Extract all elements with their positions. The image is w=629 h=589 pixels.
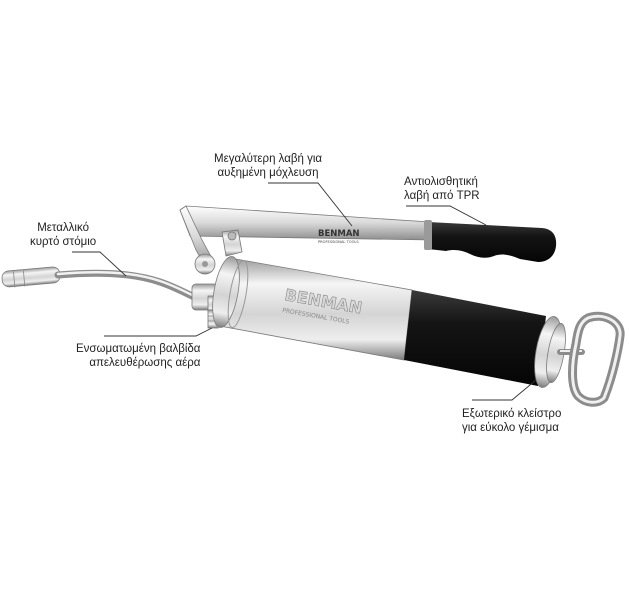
barrel-grip xyxy=(404,290,546,386)
callout-handle-line1: Μεγαλύτερη λαβή για xyxy=(214,153,323,165)
nozzle-tube xyxy=(54,269,204,304)
callout-plunger: Εξωτερικό κλείστρο για εύκολο γέμισμα xyxy=(462,407,561,435)
end-cap xyxy=(534,316,566,388)
leader-grip xyxy=(406,205,487,226)
callout-grip-line2: λαβή από TPR xyxy=(404,190,480,202)
leader-valve xyxy=(104,327,213,337)
callout-leaders xyxy=(72,182,537,401)
callout-nozzle-line2: κυρτό στόμιο xyxy=(30,236,97,248)
callout-grip-line1: Αντιολισθητική xyxy=(404,176,478,188)
lever-brand-sub: PROFESSIONAL TOOLS xyxy=(318,240,359,244)
leader-handle xyxy=(268,182,353,227)
leader-plunger xyxy=(472,379,537,401)
callout-valve: Ενσωματωμένη βαλβίδα απελευθέρωσης αέρα xyxy=(76,342,200,370)
callout-plunger-line1: Εξωτερικό κλείστρο xyxy=(462,408,562,420)
lever-handle: BENMAN PROFESSIONAL TOOLS xyxy=(179,205,433,269)
leader-nozzle xyxy=(72,251,127,277)
callout-handle: Μεγαλύτερη λαβή για αυξημένη μόχλευση xyxy=(214,152,322,180)
callout-plunger-line2: για εύκολο γέμισμα xyxy=(462,422,559,434)
plunger-handle xyxy=(557,311,625,407)
callout-nozzle: Μεταλλικό κυρτό στόμιο xyxy=(30,221,96,249)
callout-valve-line2: απελευθέρωσης αέρα xyxy=(89,357,201,369)
callout-grip: Αντιολισθητική λαβή από TPR xyxy=(404,175,480,203)
barrel: BENMAN PROFESSIONAL TOOLS xyxy=(212,256,413,361)
callout-handle-line2: αυξημένη μόχλευση xyxy=(217,167,319,179)
lever-grip xyxy=(424,220,557,262)
callout-nozzle-line1: Μεταλλικό xyxy=(37,222,89,234)
lever-brand: BENMAN xyxy=(318,229,360,239)
nozzle-tip xyxy=(1,266,61,288)
callout-valve-line1: Ενσωματωμένη βαλβίδα xyxy=(76,343,201,355)
